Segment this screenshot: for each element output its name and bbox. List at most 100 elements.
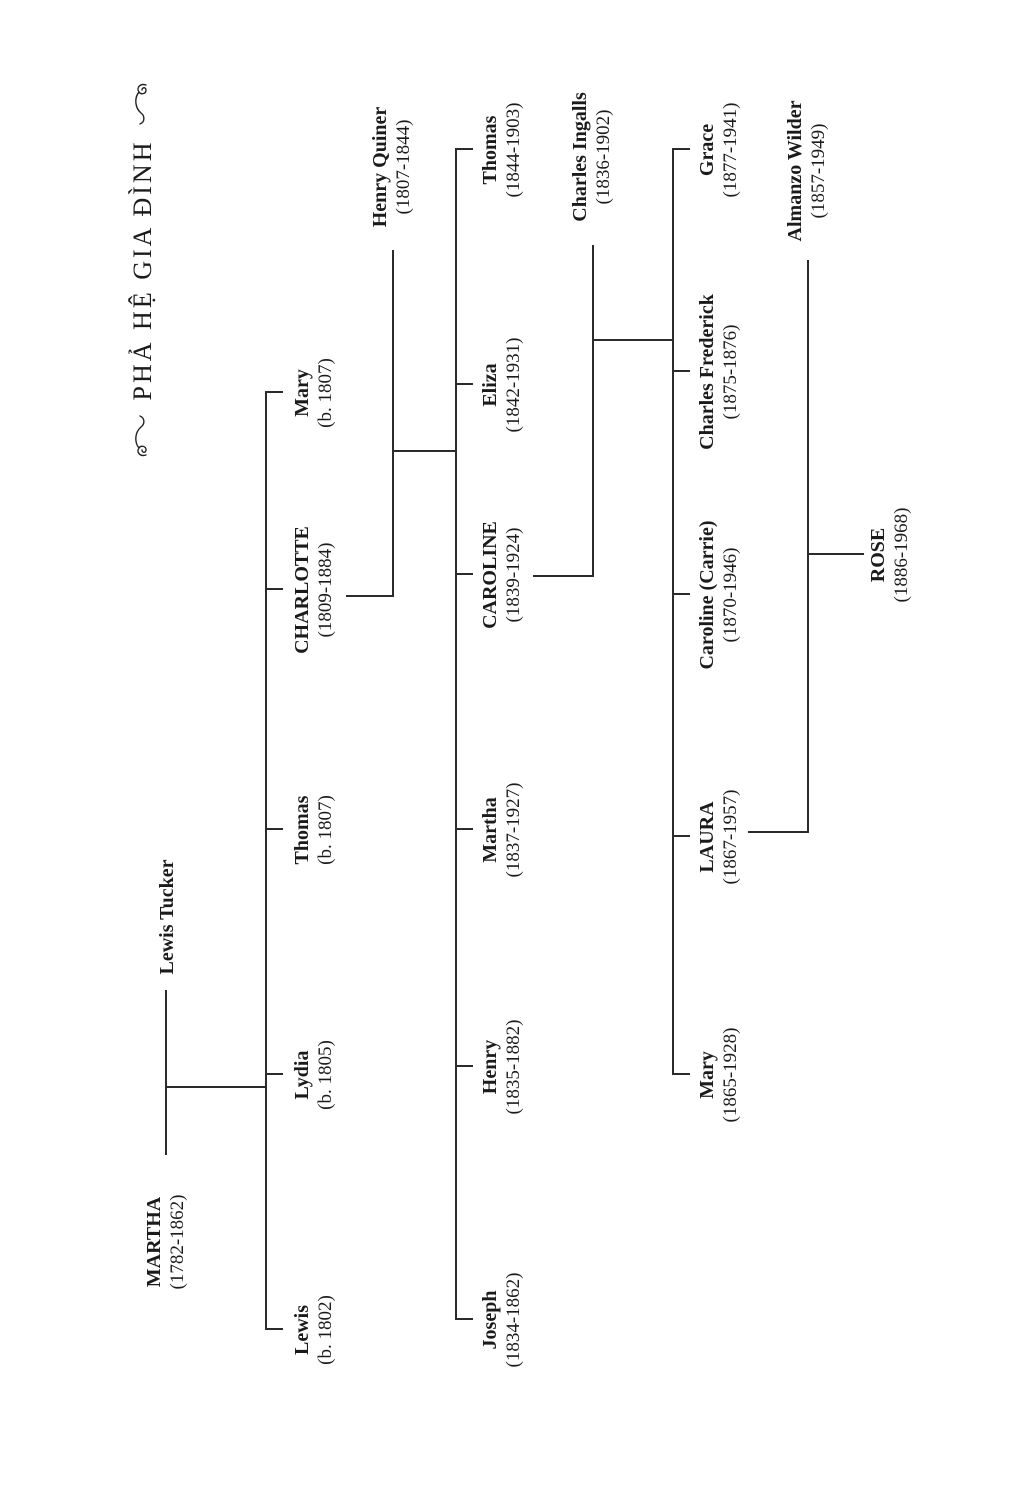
- tick-carrie: [672, 593, 690, 595]
- sibling-line-gen2: [455, 150, 457, 1320]
- sibling-line-gen1: [265, 393, 267, 1330]
- person-dates: (1842-1931): [503, 337, 524, 433]
- person-name: Mary: [291, 369, 313, 417]
- person-dates: (1867-1957): [720, 789, 741, 885]
- person-name: Thomas: [291, 795, 313, 865]
- person-dates: (1877-1941): [720, 102, 741, 198]
- tick-joseph: [455, 1318, 473, 1320]
- tick-eliza: [455, 383, 473, 385]
- person-dates: (b. 1807): [315, 795, 336, 865]
- offspring-drop-gen1: [165, 1086, 265, 1088]
- person-henry-quiner: Henry Quiner (1807-1844): [368, 62, 416, 272]
- person-name: CHARLOTTE: [291, 526, 313, 654]
- person-dates: (b. 1805): [315, 1040, 336, 1110]
- person-dates: (b. 1807): [315, 358, 336, 428]
- person-name: LAURA: [696, 801, 718, 873]
- tick-charlotte: [265, 588, 283, 590]
- marriage-line-caroline-ingalls: [592, 245, 594, 577]
- person-name: Almanzo Wilder: [784, 100, 806, 242]
- tick-mary-tucker: [265, 391, 283, 393]
- person-caroline: CAROLINE (1839-1924): [478, 470, 526, 680]
- tick-charles-frederick: [672, 370, 690, 372]
- person-name: Caroline (Carrie): [696, 520, 718, 670]
- offspring-drop-rose: [807, 553, 864, 555]
- person-dates: (1837-1927): [503, 782, 524, 878]
- person-name: Henry Quiner: [369, 106, 391, 228]
- person-thomas-quiner: Thomas (1844-1903): [478, 45, 526, 255]
- person-dates: (1870-1946): [720, 547, 741, 643]
- person-mary-ingalls: Mary (1865-1928): [695, 970, 743, 1180]
- flourish-right-icon: [135, 83, 147, 125]
- person-henry: Henry (1835-1882): [478, 962, 526, 1172]
- person-lewis-tucker: Lewis Tucker: [155, 812, 179, 1022]
- person-dates: (1886-1968): [891, 507, 912, 603]
- person-name: Lewis: [291, 1305, 313, 1355]
- spouse-drop-laura: [748, 831, 807, 833]
- person-charles-frederick: Charles Frederick (1875-1876): [695, 267, 743, 477]
- person-dates: (b. 1802): [315, 1295, 336, 1365]
- person-dates: (1839-1924): [503, 527, 524, 623]
- person-name: ROSE: [867, 527, 889, 583]
- person-dates: (1834-1862): [503, 1272, 524, 1368]
- spouse-drop-charlotte: [346, 595, 392, 597]
- person-name: Grace: [696, 123, 718, 177]
- person-name: Henry: [479, 1039, 501, 1095]
- person-joseph: Joseph (1834-1862): [478, 1215, 526, 1425]
- person-name: CAROLINE: [479, 521, 501, 629]
- person-dates: (1865-1928): [720, 1027, 741, 1123]
- person-name: Eliza: [479, 363, 501, 407]
- person-thomas-tucker: Thomas (b. 1807): [290, 725, 338, 935]
- person-martha: MARTHA (1782-1862): [142, 1137, 190, 1347]
- person-dates: (1809-1884): [315, 542, 336, 638]
- person-carrie: Caroline (Carrie) (1870-1946): [695, 490, 743, 700]
- sibling-line-gen3: [672, 150, 674, 1075]
- person-name: Charles Frederick: [696, 294, 718, 450]
- person-rose: ROSE (1886-1968): [866, 450, 914, 660]
- tick-thomas-tucker: [265, 828, 283, 830]
- person-dates: (1875-1876): [720, 324, 741, 420]
- person-grace: Grace (1877-1941): [695, 45, 743, 255]
- page-title-text: PHẢ HỆ GIA ĐÌNH: [128, 139, 157, 401]
- person-laura: LAURA (1867-1957): [695, 732, 743, 942]
- flourish-left-icon: [135, 415, 147, 457]
- person-dates: (1807-1844): [393, 119, 414, 215]
- tick-martha-quiner: [455, 828, 473, 830]
- tick-henry: [455, 1065, 473, 1067]
- person-charles-ingalls: Charles Ingalls (1836-1902): [568, 52, 616, 262]
- tick-thomas-quiner: [455, 148, 473, 150]
- person-name: Charles Ingalls: [569, 92, 591, 222]
- page-title: PHẢ HỆ GIA ĐÌNH: [128, 60, 158, 480]
- person-name: Joseph: [479, 1290, 501, 1350]
- person-name: Martha: [479, 797, 501, 863]
- tick-lydia: [265, 1073, 283, 1075]
- person-martha-quiner: Martha (1837-1927): [478, 725, 526, 935]
- person-almanzo: Almanzo Wilder (1857-1949): [783, 66, 831, 276]
- person-lewis: Lewis (b. 1802): [290, 1225, 338, 1435]
- tick-lewis: [265, 1328, 283, 1330]
- person-dates: (1782-1862): [167, 1194, 188, 1290]
- person-lydia: Lydia (b. 1805): [290, 970, 338, 1180]
- person-name: Lydia: [291, 1050, 313, 1100]
- offspring-drop-gen3: [592, 339, 672, 341]
- person-name: Thomas: [479, 115, 501, 185]
- person-name: Mary: [696, 1051, 718, 1099]
- marriage-line-martha-tucker: [165, 990, 167, 1155]
- marriage-line-laura-almanzo: [807, 260, 809, 833]
- person-mary-tucker: Mary (b. 1807): [290, 288, 338, 498]
- person-name: MARTHA: [143, 1196, 165, 1288]
- person-dates: (1844-1903): [503, 102, 524, 198]
- tick-laura: [672, 835, 690, 837]
- person-charlotte: CHARLOTTE (1809-1884): [290, 485, 338, 695]
- tick-grace: [672, 148, 690, 150]
- spouse-drop-caroline: [533, 575, 592, 577]
- person-dates: (1835-1882): [503, 1019, 524, 1115]
- offspring-drop-gen2: [392, 450, 455, 452]
- person-eliza: Eliza (1842-1931): [478, 280, 526, 490]
- tick-mary-ingalls: [672, 1073, 690, 1075]
- person-dates: (1857-1949): [808, 123, 829, 219]
- marriage-line-charlotte-quiner: [392, 250, 394, 597]
- person-dates: (1836-1902): [593, 109, 614, 205]
- tick-caroline: [455, 573, 473, 575]
